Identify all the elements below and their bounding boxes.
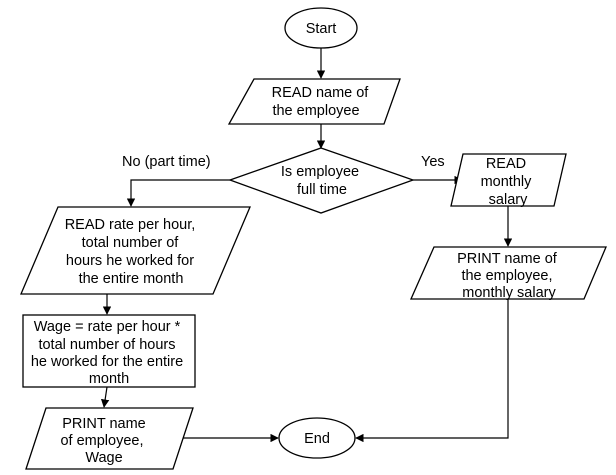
branch-no-label: No (part time) (122, 154, 211, 170)
end-terminal: End (278, 417, 356, 459)
edge-wage-calc-to-print-wage (100, 386, 110, 408)
full-time-decision: Is employee full time (228, 147, 415, 214)
flow-edges (100, 48, 513, 443)
print-wage-line-3: Wage (85, 450, 122, 466)
read-monthly-line-3: salary (489, 192, 528, 208)
decision-line-1: Is employee (281, 164, 359, 180)
branch-yes-label: Yes (421, 154, 445, 170)
read-rate-input: READ rate per hour, total number of hour… (20, 206, 251, 295)
decision-line-2: full time (297, 182, 347, 198)
svg-text:Wage = rate per hour * t: Wage = rate per hour * total number of h… (31, 319, 187, 387)
wage-calculation-process: Wage = rate per hour * total number of h… (22, 314, 196, 388)
print-monthly-line-1: PRINT name of (457, 251, 558, 267)
print-wage-output: PRINT name of employee, Wage (25, 407, 194, 470)
read-rate-line-4: the entire month (79, 271, 184, 287)
read-rate-line-1: READ rate per hour, (65, 217, 196, 233)
read-name-line-2: the employee (272, 103, 359, 119)
wage-line-2: total number of hours (38, 337, 175, 353)
print-wage-line-2: of employee, (60, 433, 143, 449)
read-name-input: READ name of the employee (227, 78, 401, 125)
print-wage-line-1: PRINT name (62, 416, 146, 432)
read-rate-line-2: total number of (82, 235, 180, 251)
wage-line-4: month (89, 371, 129, 387)
svg-text:READ rate per hour, tota: READ rate per hour, total number of hour… (65, 217, 200, 287)
read-monthly-line-1: READ (486, 156, 526, 172)
read-rate-line-3: hours he worked for (66, 253, 194, 269)
svg-text:PRINT name of the employ: PRINT name of the employee, monthly sala… (457, 251, 561, 301)
wage-line-1: Wage = rate per hour * (34, 319, 181, 335)
edge-decision-no-to-read-rate (126, 179, 230, 207)
print-monthly-line-2: the employee, (461, 268, 552, 284)
print-monthly-line-3: monthly salary (462, 285, 556, 301)
read-monthly-line-2: monthly (481, 174, 533, 190)
svg-text:READ name of the employe: READ name of the employee (272, 85, 373, 119)
read-name-line-1: READ name of (272, 85, 370, 101)
print-monthly-salary-output: PRINT name of the employee, monthly sala… (410, 246, 607, 301)
svg-text:Is employee full time: Is employee full time (281, 164, 363, 198)
start-terminal: Start (284, 7, 358, 49)
svg-text:PRINT name of employee,: PRINT name of employee, Wage (60, 416, 149, 466)
end-label: End (304, 431, 330, 447)
wage-line-3: he worked for the entire (31, 354, 183, 370)
start-label: Start (306, 21, 337, 37)
edge-print-monthly-to-end (355, 299, 509, 443)
svg-text:READ monthly salar: READ monthly salary (481, 156, 536, 208)
read-monthly-salary-input: READ monthly salary (450, 153, 567, 208)
